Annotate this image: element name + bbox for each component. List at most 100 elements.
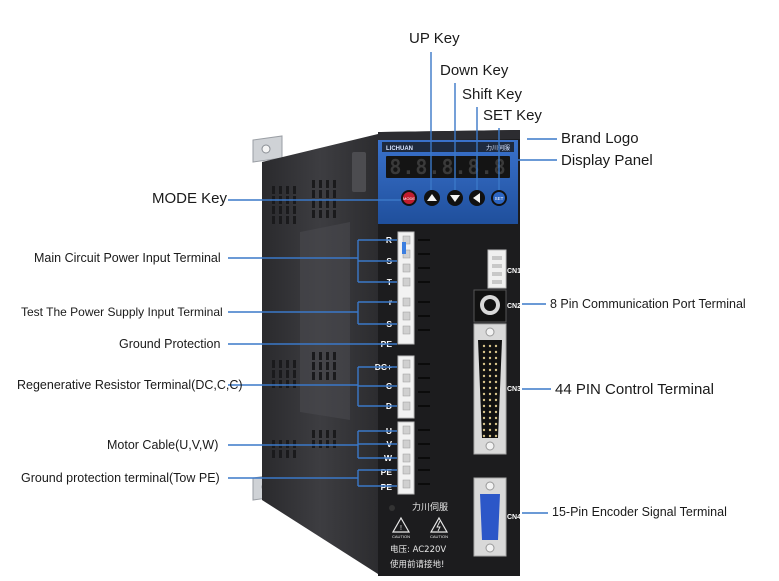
vent-slot: [286, 380, 289, 388]
vent-slot: [319, 190, 322, 198]
vent-slot: [286, 206, 289, 214]
control-terminal-callout: 44 PIN Control Terminal: [555, 381, 714, 398]
vent-slot: [272, 450, 275, 458]
cn3-pin: [482, 374, 486, 378]
terminal-screw: [402, 439, 411, 449]
down-button[interactable]: [447, 190, 463, 206]
terminal-screw: [402, 359, 411, 369]
cn3-pin: [482, 416, 486, 420]
vent-slot: [272, 186, 275, 194]
vent-slot: [326, 430, 329, 438]
vent-slot: [293, 360, 296, 368]
vent-slot: [319, 372, 322, 380]
vent-slot: [293, 186, 296, 194]
shift-key-callout: Shift Key: [462, 86, 523, 103]
cn3-pin: [488, 398, 492, 402]
cn3-pin: [494, 350, 498, 354]
vent-slot: [326, 210, 329, 218]
vent-slot: [293, 370, 296, 378]
terminal-slot: [418, 443, 430, 445]
terminal-screw: [402, 311, 411, 321]
vent-slot: [293, 206, 296, 214]
vent-slot: [319, 180, 322, 188]
vent-slot: [333, 180, 336, 188]
cn3-pin: [494, 392, 498, 396]
caution-label-1: CAUTION: [392, 534, 410, 539]
vent-slot: [286, 370, 289, 378]
vent-slot: [333, 362, 336, 370]
cn3-pin: [488, 386, 492, 390]
cn3-pin: [494, 344, 498, 348]
triangle-left-icon: [473, 193, 480, 203]
vent-slot: [279, 206, 282, 214]
vent-slot: [286, 440, 289, 448]
terminal-label: PE: [381, 482, 393, 492]
terminal-slot: [418, 329, 430, 331]
mode-key-callout: MODE Key: [152, 190, 228, 207]
cn3-pin: [482, 422, 486, 426]
set-button-label: SET: [495, 196, 504, 201]
terminal-screw: [402, 297, 411, 307]
terminal-screw: [402, 325, 411, 335]
terminal-slot: [418, 315, 430, 317]
vent-slot: [312, 430, 315, 438]
terminal-screw: [402, 277, 411, 287]
vent-slot: [333, 372, 336, 380]
cn3-pin: [488, 422, 492, 426]
vent-slot: [279, 380, 282, 388]
cn3-pin: [494, 380, 498, 384]
vent-slot: [319, 362, 322, 370]
cn3-pin: [488, 392, 492, 396]
vent-slot: [272, 206, 275, 214]
terminal-slot: [418, 267, 430, 269]
vent-slot: [333, 430, 336, 438]
cn3-pin: [482, 386, 486, 390]
terminal-label: PE: [381, 467, 393, 477]
terminal-screw: [402, 387, 411, 397]
connector-label: CN3: [507, 386, 521, 393]
set-button[interactable]: SET: [491, 190, 507, 206]
cn3-pin: [494, 368, 498, 372]
cn3-pin: [494, 374, 498, 378]
svg-text:!: !: [400, 525, 402, 532]
cn3-pin: [482, 398, 486, 402]
shift-button[interactable]: [469, 190, 485, 206]
vent-slot: [279, 360, 282, 368]
terminal-slot: [418, 457, 430, 459]
terminal-slot: [418, 391, 430, 393]
cn3-pin: [482, 392, 486, 396]
mode-button[interactable]: MODE: [401, 190, 417, 206]
terminal-slot: [418, 483, 430, 485]
cn3-pin: [482, 356, 486, 360]
mounting-bracket-top: [252, 135, 283, 163]
vent-slot: [286, 360, 289, 368]
cn3-pin: [488, 344, 492, 348]
vent-slot: [312, 190, 315, 198]
cn3-pin: [494, 398, 498, 402]
brand-logo-callout: Brand Logo: [561, 130, 639, 147]
terminal-block: [397, 231, 430, 495]
ground-protection-callout: Ground Protection: [119, 337, 221, 351]
ground-tow-callout: Ground protection terminal(Tow PE): [21, 471, 220, 485]
cn3-pin: [488, 434, 492, 438]
cn3-pin: [488, 368, 492, 372]
terminal-slot: [418, 429, 430, 431]
ground-note: 使用前请接地!: [390, 559, 444, 570]
terminal-screw: [402, 425, 411, 435]
vent-slot: [312, 180, 315, 188]
up-button[interactable]: [424, 190, 440, 206]
connector-label: CN1: [507, 268, 521, 275]
vent-slot: [293, 450, 296, 458]
terminal-screw: [402, 401, 411, 411]
vent-slot: [272, 360, 275, 368]
cn3-pin: [494, 410, 498, 414]
main-power-callout: Main Circuit Power Input Terminal: [34, 251, 221, 265]
cn3-pin: [482, 410, 486, 414]
vent-slot: [319, 430, 322, 438]
regen-resistor-callout: Regenerative Resistor Terminal(DC,C,C): [17, 378, 243, 392]
cn3-pin: [482, 344, 486, 348]
vent-slot: [272, 370, 275, 378]
vent-slot: [279, 450, 282, 458]
vent-slot: [333, 190, 336, 198]
